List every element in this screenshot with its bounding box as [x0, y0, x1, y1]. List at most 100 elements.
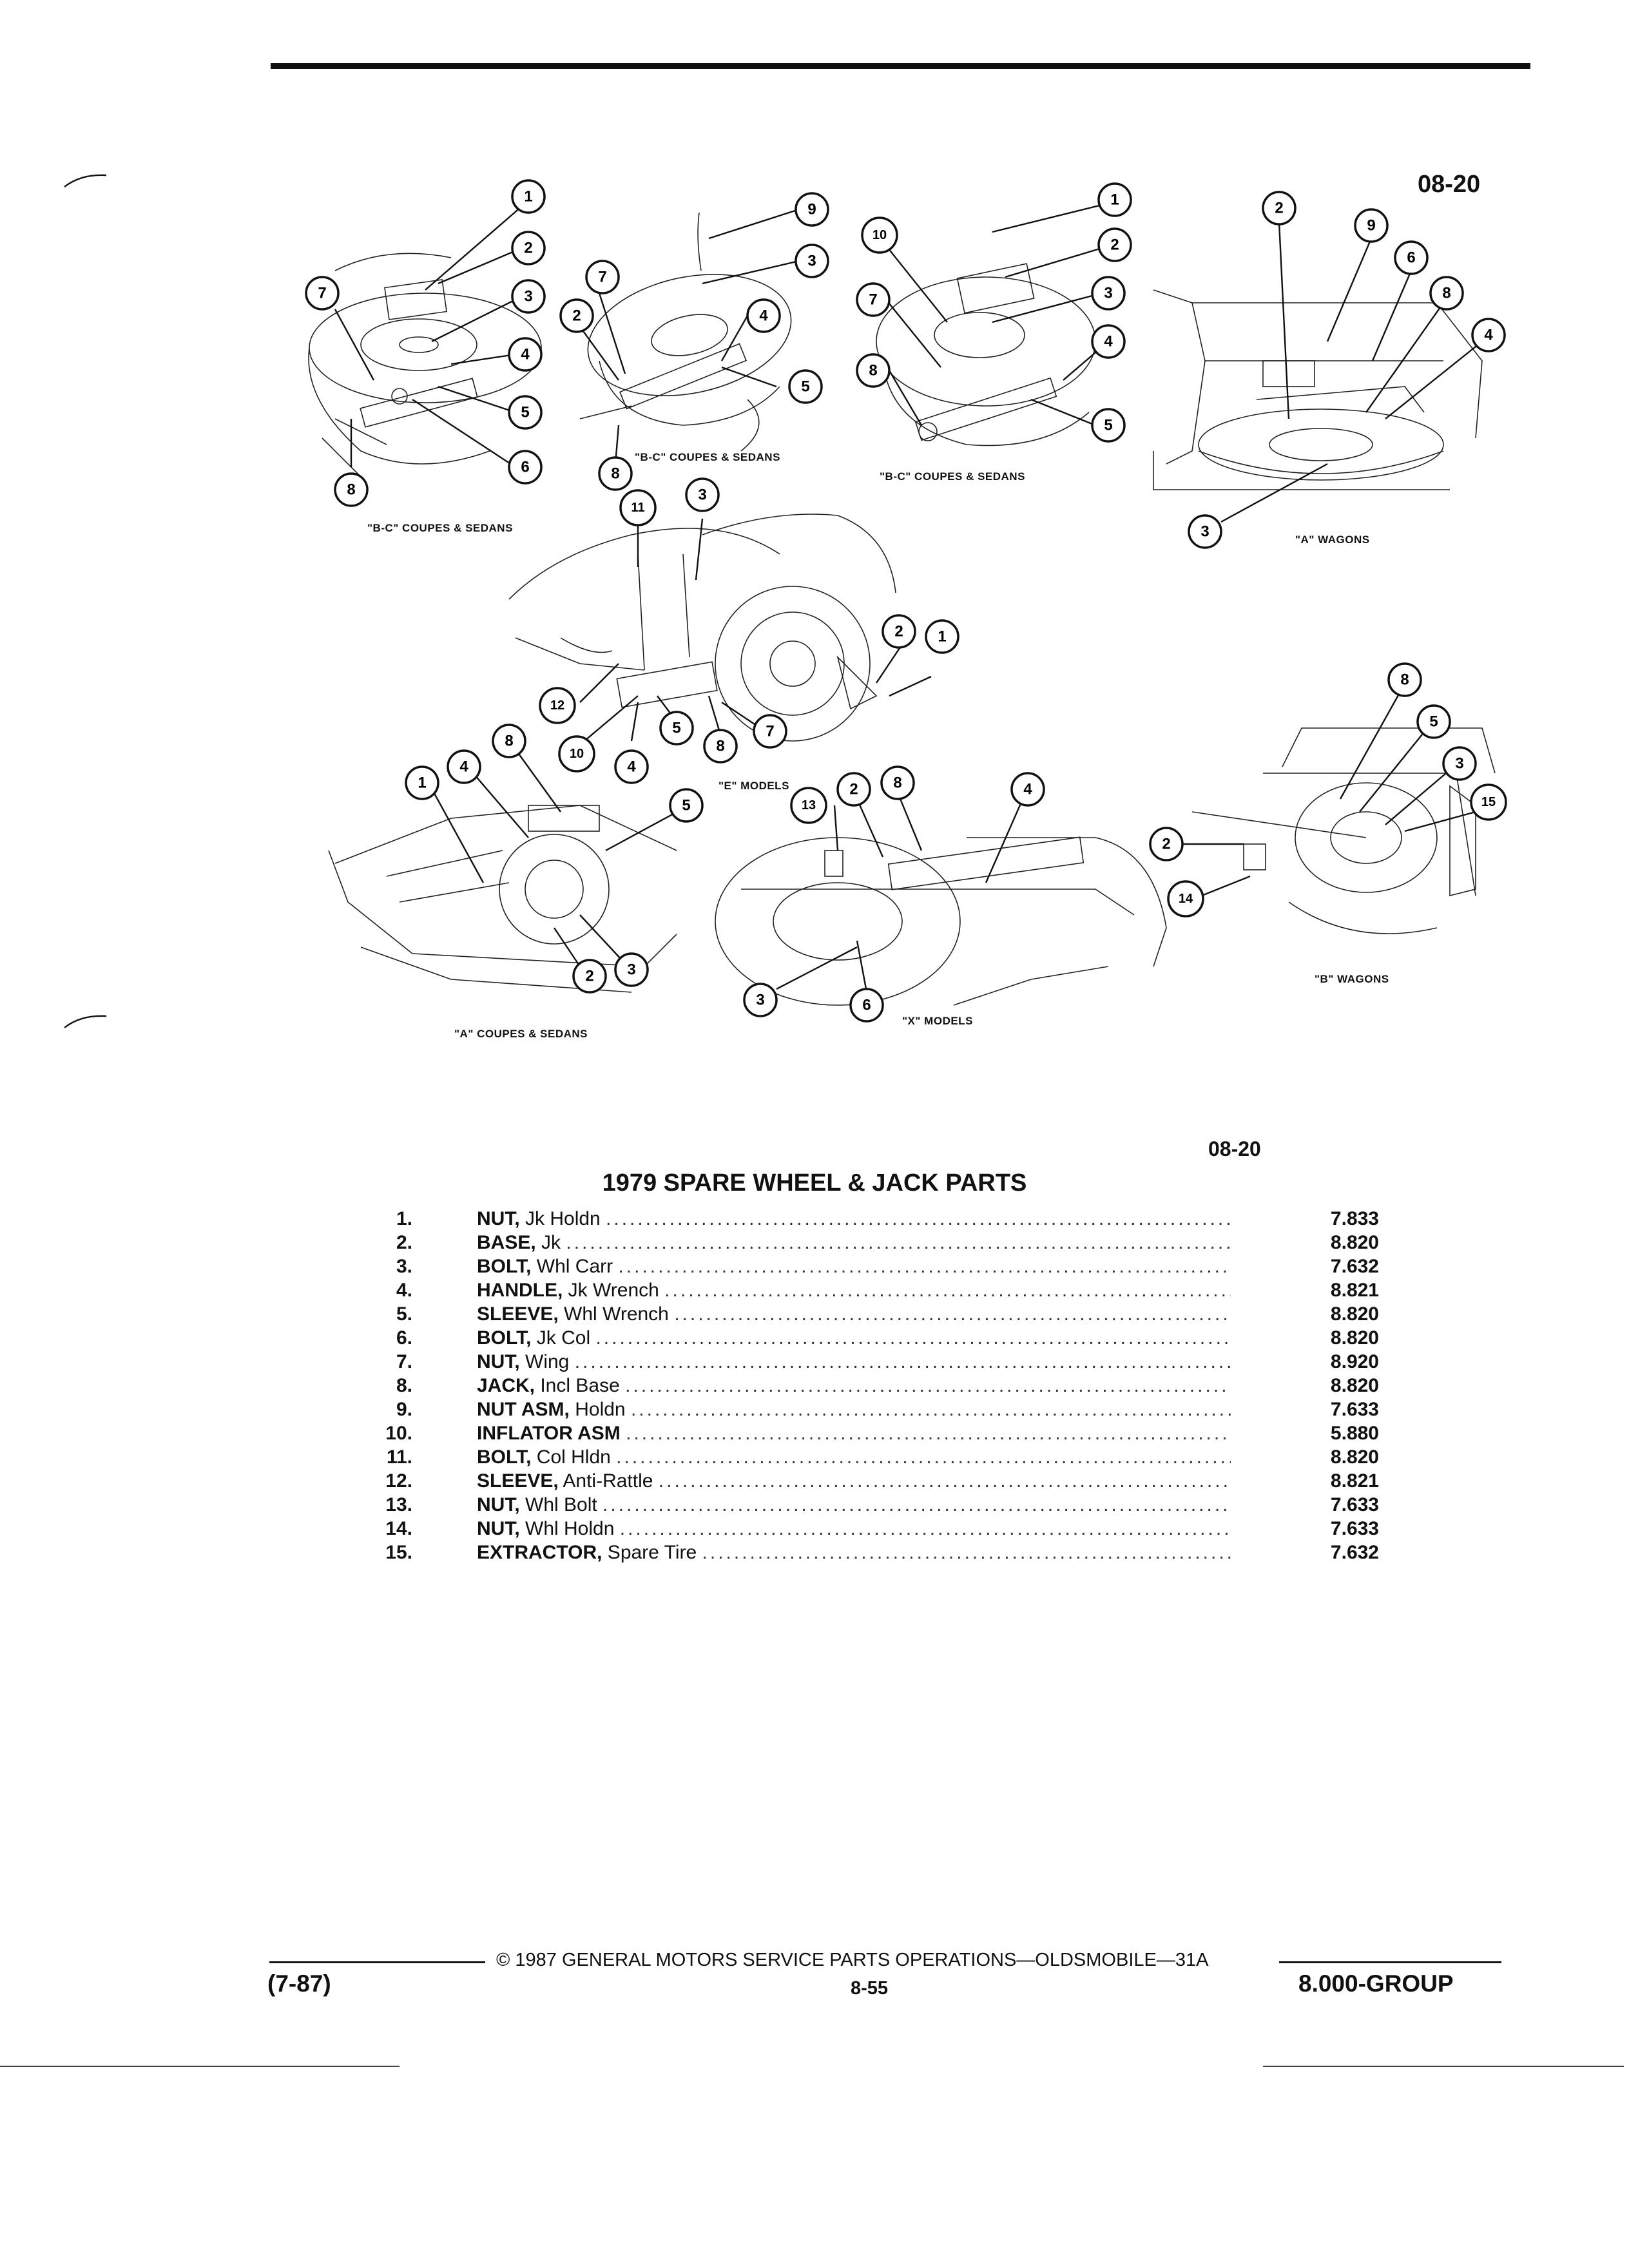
- callout-2: 2: [836, 772, 871, 807]
- item-number: 14.: [385, 1518, 412, 1539]
- item-description: JACK, Incl Base ........................…: [477, 1375, 1231, 1397]
- svg-text:4: 4: [521, 346, 530, 363]
- callout-2: 2: [511, 231, 546, 265]
- item-name: NUT,: [477, 1494, 520, 1515]
- callout-7: 7: [305, 276, 340, 311]
- callout-8: 8: [1429, 276, 1464, 311]
- item-detail: Jk Wrench: [563, 1280, 659, 1301]
- figure-x-models: [715, 836, 1167, 1006]
- callout-8: 8: [492, 724, 526, 758]
- svg-text:8: 8: [1400, 671, 1409, 689]
- list-item: 15. EXTRACTOR, Spare Tire ..............…: [361, 1542, 1392, 1565]
- list-item: 1. NUT, Jk Holdn .......................…: [361, 1208, 1392, 1231]
- callout-11: 11: [619, 489, 657, 526]
- figure-a-wagons: [1153, 289, 1483, 490]
- svg-text:5: 5: [682, 797, 690, 814]
- item-detail: Whl Bolt: [519, 1494, 597, 1515]
- item-group-code: 8.820: [1330, 1303, 1379, 1325]
- callout-6: 6: [508, 450, 543, 485]
- callout-2: 2: [1097, 227, 1132, 262]
- item-detail: Whl Holdn: [519, 1518, 615, 1539]
- callout-8: 8: [880, 765, 915, 800]
- callout-14: 14: [1167, 880, 1204, 918]
- dot-leader: ........................................…: [658, 1470, 1231, 1492]
- footer-page-number: 8-55: [851, 1978, 889, 1999]
- item-name: HANDLE,: [477, 1280, 563, 1301]
- list-item: 10. INFLATOR ASM .......................…: [361, 1423, 1392, 1446]
- svg-text:5: 5: [521, 404, 529, 421]
- item-description: BASE, Jk ...............................…: [477, 1232, 1231, 1254]
- callout-8: 8: [1387, 662, 1422, 697]
- item-description: NUT ASM, Holdn .........................…: [477, 1399, 1231, 1421]
- callout-5: 5: [1091, 408, 1126, 443]
- item-name: NUT,: [477, 1208, 520, 1229]
- item-description: BOLT, Col Hldn .........................…: [477, 1446, 1231, 1468]
- svg-text:6: 6: [521, 459, 529, 476]
- item-name: BOLT,: [477, 1327, 532, 1349]
- callout-1: 1: [511, 179, 546, 214]
- item-detail: Spare Tire: [602, 1542, 697, 1563]
- item-group-code: 8.821: [1330, 1470, 1379, 1492]
- callout-4: 4: [508, 337, 543, 372]
- item-number: 2.: [396, 1232, 412, 1253]
- parts-code: 08-20: [1208, 1137, 1261, 1160]
- svg-text:2: 2: [894, 623, 903, 640]
- item-description: SLEEVE, Whl Wrench .....................…: [477, 1303, 1231, 1325]
- svg-text:8: 8: [505, 733, 513, 750]
- item-detail: Anti-Rattle: [558, 1470, 653, 1492]
- item-group-code: 7.633: [1330, 1399, 1379, 1420]
- svg-text:7: 7: [318, 285, 326, 302]
- item-group-code: 7.633: [1330, 1494, 1379, 1515]
- item-number: 7.: [396, 1351, 412, 1372]
- item-group-code: 7.632: [1330, 1542, 1379, 1563]
- svg-text:4: 4: [627, 758, 636, 776]
- item-group-code: 7.633: [1330, 1518, 1379, 1539]
- punch-mark: [64, 174, 107, 187]
- svg-text:1: 1: [1110, 191, 1119, 209]
- parts-title: 1979 SPARE WHEEL & JACK PARTS: [602, 1169, 1027, 1196]
- item-number: 11.: [386, 1446, 412, 1468]
- callout-15: 15: [1470, 783, 1507, 821]
- svg-text:4: 4: [1484, 327, 1493, 344]
- svg-text:8: 8: [893, 774, 901, 792]
- callout-7: 7: [753, 714, 787, 749]
- figure-bc-coupes-2: [579, 212, 792, 452]
- top-rule: [271, 63, 1530, 69]
- scan-edge-line: [0, 2066, 400, 2067]
- svg-text:7: 7: [869, 291, 877, 309]
- list-item: 14. NUT, Whl Holdn .....................…: [361, 1518, 1392, 1541]
- punch-mark: [64, 1015, 107, 1028]
- dot-leader: ........................................…: [602, 1494, 1231, 1515]
- item-number: 9.: [396, 1399, 412, 1420]
- callout-1: 1: [1097, 182, 1132, 217]
- callout-5: 5: [669, 788, 704, 823]
- svg-text:8: 8: [869, 362, 877, 380]
- callout-4: 4: [1091, 324, 1126, 359]
- svg-text:4: 4: [1023, 781, 1032, 798]
- caption-bc-coupes-1: "B-C" COUPES & SEDANS: [367, 522, 513, 534]
- svg-text:3: 3: [1200, 523, 1209, 541]
- caption-bc-coupes-2: "B-C" COUPES & SEDANS: [635, 451, 780, 463]
- svg-text:1: 1: [938, 628, 946, 646]
- callout-12: 12: [539, 687, 576, 724]
- list-item: 5. SLEEVE, Whl Wrench ..................…: [361, 1303, 1392, 1327]
- dot-leader: ........................................…: [674, 1303, 1231, 1325]
- dot-leader: ........................................…: [566, 1232, 1231, 1253]
- item-description: SLEEVE, Anti-Rattle ....................…: [477, 1470, 1231, 1492]
- svg-text:3: 3: [524, 288, 532, 305]
- callout-7: 7: [585, 260, 620, 294]
- item-group-code: 7.833: [1330, 1208, 1379, 1229]
- item-description: NUT, Whl Holdn .........................…: [477, 1518, 1231, 1540]
- callout-3: 3: [1188, 514, 1222, 549]
- svg-text:2: 2: [1110, 236, 1119, 254]
- list-item: 7. NUT, Wing ...........................…: [361, 1351, 1392, 1374]
- callout-2: 2: [1149, 827, 1184, 861]
- item-name: INFLATOR ASM: [477, 1423, 621, 1444]
- callout-7: 7: [856, 282, 891, 317]
- item-name: JACK,: [477, 1375, 535, 1396]
- item-name: BOLT,: [477, 1446, 532, 1468]
- caption-a-coupes: "A" COUPES & SEDANS: [454, 1028, 588, 1040]
- callout-3: 3: [795, 244, 829, 278]
- svg-text:8: 8: [716, 738, 724, 755]
- item-number: 4.: [396, 1280, 412, 1301]
